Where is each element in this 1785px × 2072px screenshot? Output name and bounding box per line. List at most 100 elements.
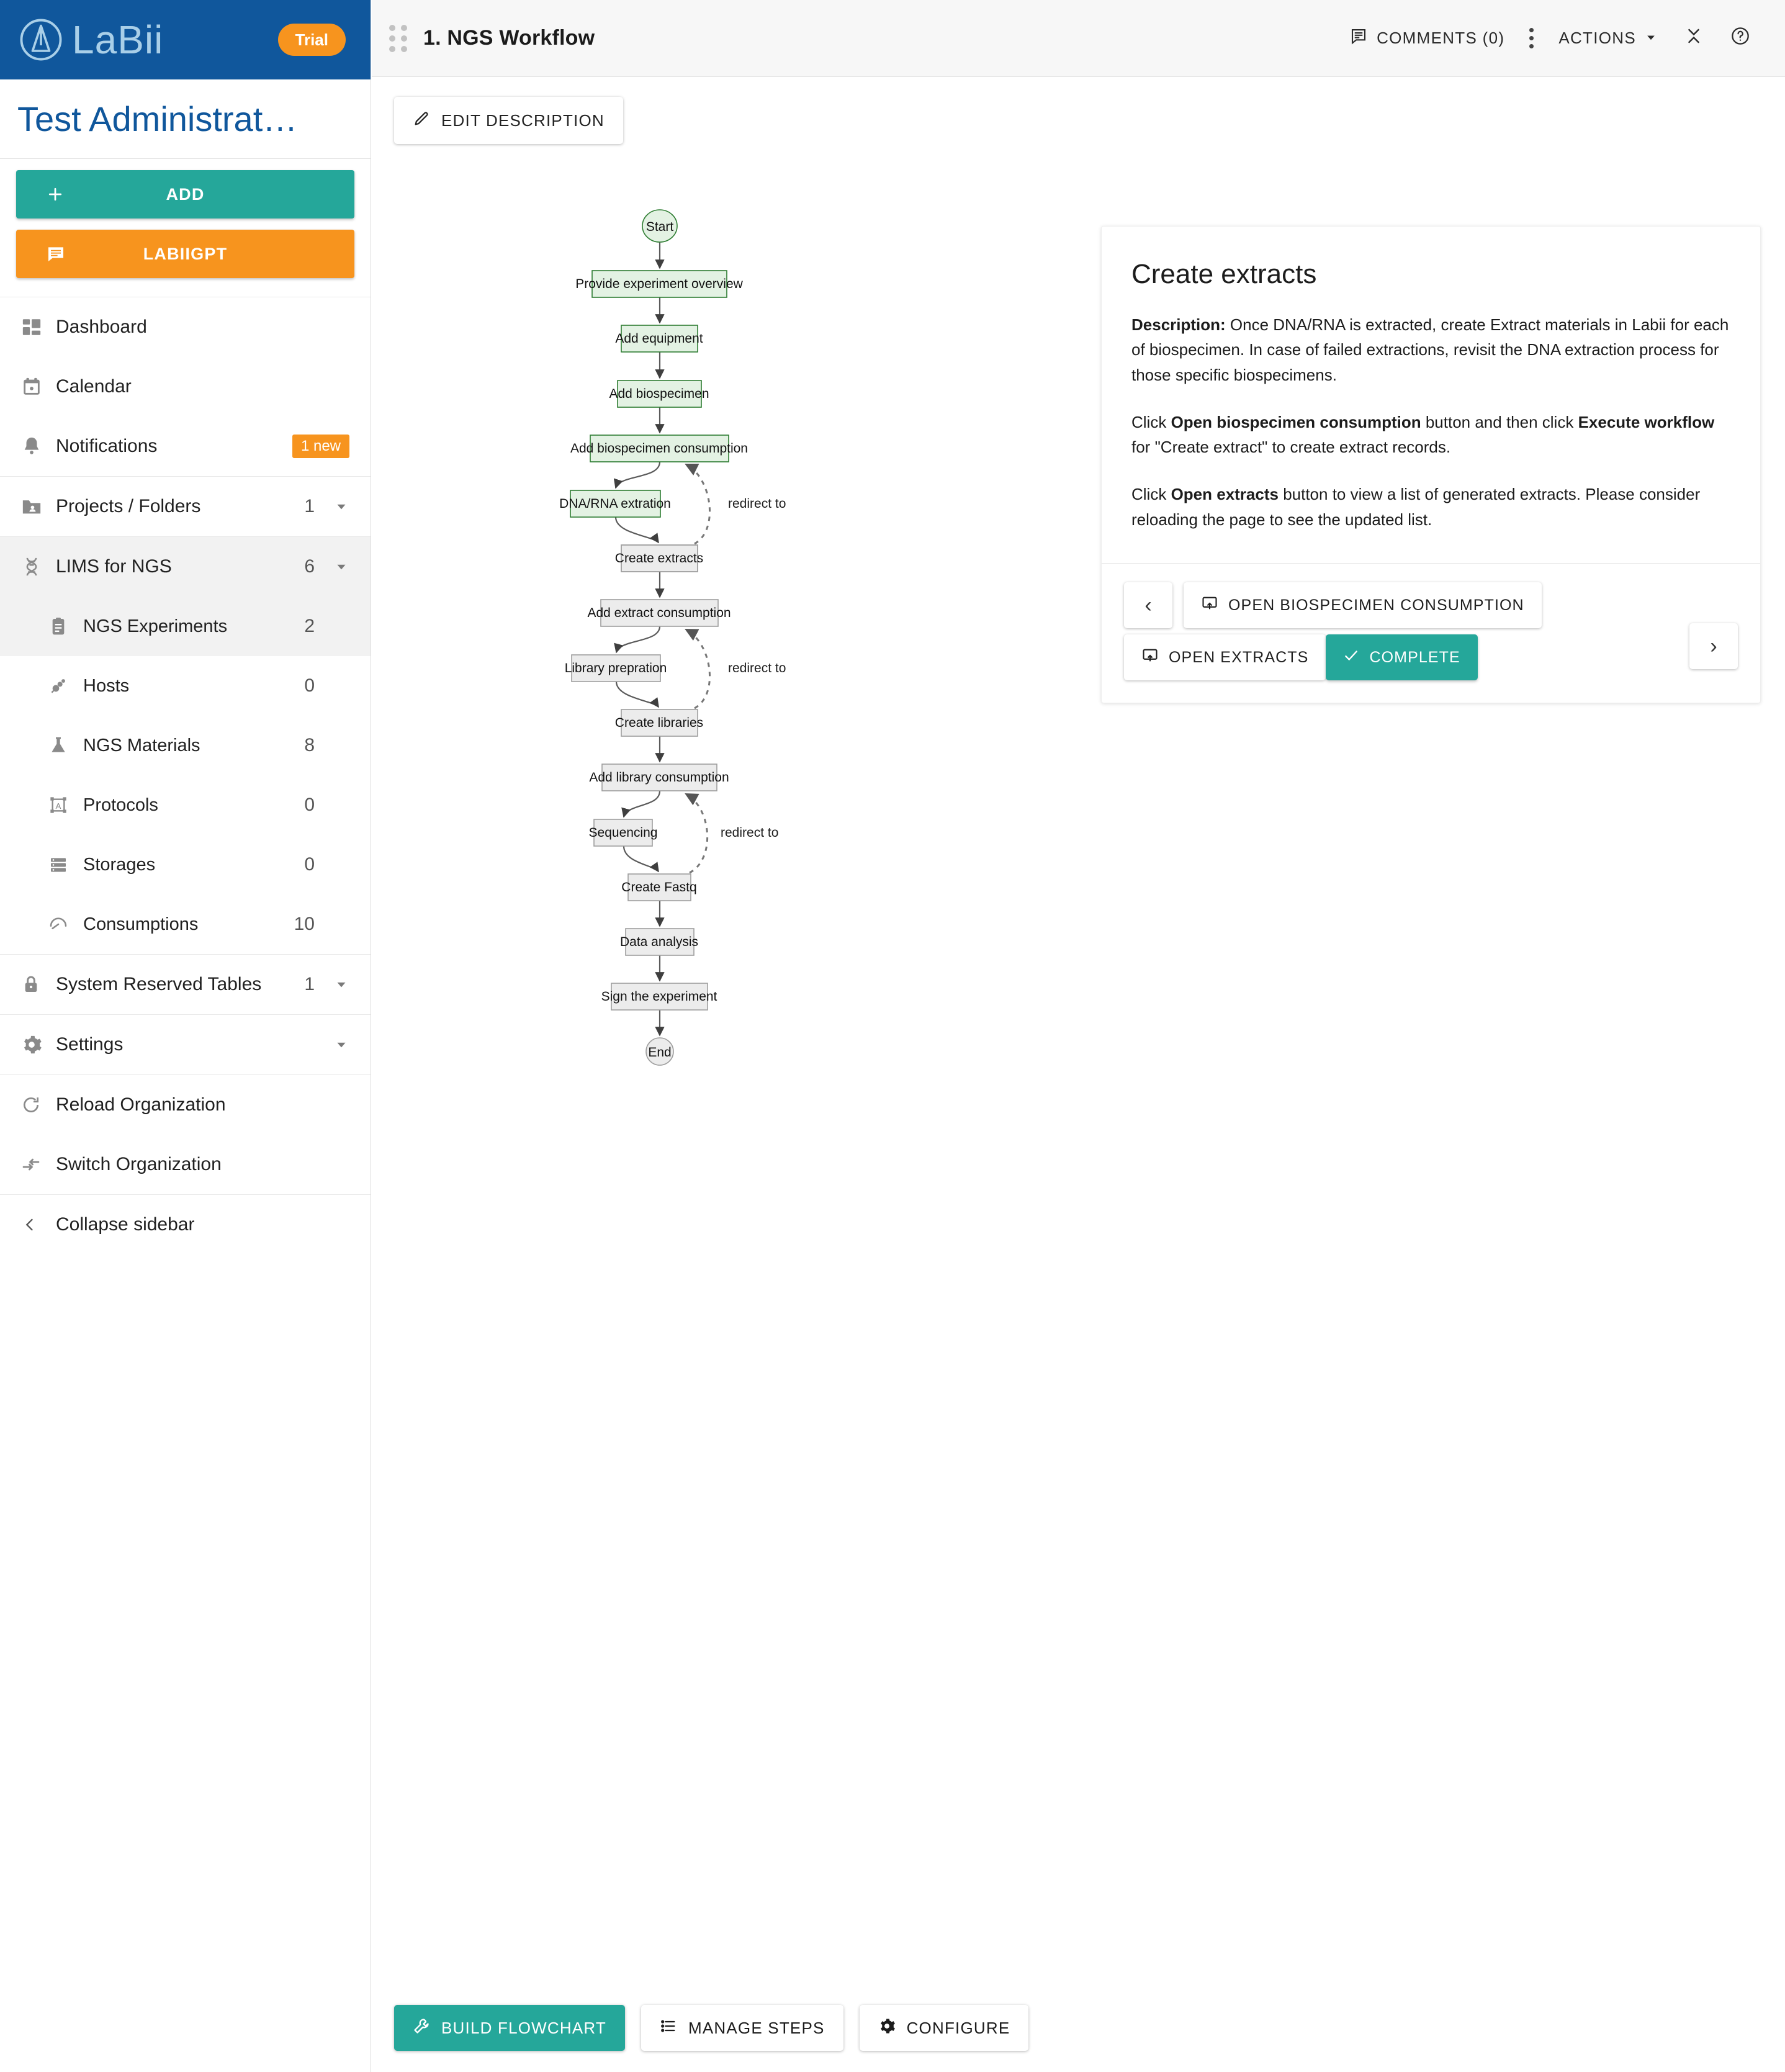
sidebar-label: Notifications — [56, 436, 158, 456]
bacteria-icon — [48, 676, 83, 696]
trial-badge[interactable]: Trial — [277, 24, 346, 56]
description-text: Once DNA/RNA is extracted, create Extrac… — [1131, 315, 1729, 384]
prev-step-button[interactable]: ‹ — [1124, 582, 1172, 629]
sidebar-item-ngs-experiments[interactable]: NGS Experiments 2 — [0, 597, 371, 656]
sidebar-item-calendar[interactable]: Calendar — [0, 357, 371, 417]
sidebar-item-protocols[interactable]: A Protocols 0 — [0, 775, 371, 835]
nav-group-collapse: Collapse sidebar — [0, 1194, 371, 1254]
build-flowchart-button[interactable]: BUILD FLOWCHART — [394, 2005, 625, 2051]
kebab-menu-icon[interactable] — [1518, 28, 1545, 48]
configure-button[interactable]: CONFIGURE — [859, 2005, 1029, 2051]
sidebar-count: 0 — [304, 675, 315, 696]
check-icon — [1343, 647, 1359, 668]
flow-node-add-biospecimen[interactable]: Add biospecimen — [609, 380, 709, 408]
card-divider — [1102, 563, 1760, 564]
flow-node-add-equipment[interactable]: Add equipment — [615, 325, 703, 353]
edge-label-redirect-3: redirect to — [721, 826, 778, 840]
edit-description-button[interactable]: EDIT DESCRIPTION — [394, 97, 623, 144]
refresh-icon — [21, 1095, 56, 1115]
flow-node-sequencing[interactable]: Sequencing — [589, 819, 658, 847]
open-extracts-button[interactable]: OPEN EXTRACTS — [1124, 634, 1326, 681]
sidebar-item-system-reserved-tables[interactable]: System Reserved Tables 1 — [0, 955, 371, 1014]
nav-group-projects: Projects / Folders 1 — [0, 476, 371, 536]
chevron-down-icon[interactable] — [315, 498, 349, 515]
flow-node-provide-experiment-overview[interactable]: Provide experiment overview — [575, 270, 744, 298]
sidebar-count: 6 — [304, 556, 315, 577]
open-biospecimen-consumption-button[interactable]: OPEN BIOSPECIMEN CONSUMPTION — [1184, 582, 1542, 629]
sidebar-item-notifications[interactable]: Notifications 1 new — [0, 417, 371, 476]
open-biospecimen-label: OPEN BIOSPECIMEN CONSUMPTION — [1228, 596, 1524, 614]
description-label: Description: — [1131, 315, 1226, 334]
comments-button[interactable]: COMMENTS (0) — [1336, 17, 1518, 60]
help-button[interactable] — [1717, 17, 1764, 60]
sidebar-item-reload-organization[interactable]: Reload Organization — [0, 1075, 371, 1135]
sidebar-label: System Reserved Tables — [56, 974, 262, 994]
add-button-label: ADD — [166, 184, 205, 204]
bell-icon — [21, 436, 56, 457]
collapse-vertical-icon — [1684, 27, 1703, 50]
flow-node-library-prepration[interactable]: Library prepration — [565, 654, 667, 682]
manage-steps-button[interactable]: MANAGE STEPS — [641, 2005, 843, 2051]
sidebar-item-lims-for-ngs[interactable]: LIMS for NGS 6 — [0, 537, 371, 597]
collapse-sidebar-button[interactable]: Collapse sidebar — [0, 1195, 371, 1254]
add-button[interactable]: ADD — [16, 170, 354, 218]
flow-node-label: Create extracts — [615, 551, 703, 565]
sidebar-item-consumptions[interactable]: Consumptions 10 — [0, 894, 371, 954]
step-instruction-paragraph-1: Click Open biospecimen consumption butto… — [1131, 410, 1730, 460]
sidebar-count: 8 — [304, 735, 315, 755]
flow-node-sign-the-experiment[interactable]: Sign the experiment — [601, 983, 717, 1011]
flow-node-create-libraries[interactable]: Create libraries — [615, 709, 703, 737]
flow-node-add-library-consumption[interactable]: Add library consumption — [589, 763, 729, 791]
actions-menu-button[interactable]: ACTIONS — [1545, 17, 1671, 60]
flow-node-create-extracts[interactable]: Create extracts — [615, 544, 703, 572]
workflow-flowchart[interactable]: redirect to redirect to redirect to Star… — [372, 139, 1210, 2001]
chevron-down-icon[interactable] — [315, 559, 349, 575]
main-content: 1. NGS Workflow COMMENTS (0) ACTIONS — [372, 0, 1785, 2072]
sidebar-item-dashboard[interactable]: Dashboard — [0, 297, 371, 357]
comments-label: COMMENTS (0) — [1377, 29, 1505, 47]
flow-node-add-extract-consumption[interactable]: Add extract consumption — [587, 599, 731, 627]
protocol-icon: A — [48, 795, 83, 815]
open-extracts-label: OPEN EXTRACTS — [1169, 648, 1309, 666]
flow-node-dna-rna-extration[interactable]: DNA/RNA extration — [559, 490, 671, 518]
topbar-actions: COMMENTS (0) ACTIONS — [1336, 17, 1764, 60]
flow-node-label: Add biospecimen consumption — [570, 441, 748, 456]
next-step-button[interactable]: › — [1689, 623, 1738, 670]
sidebar-label: Hosts — [83, 675, 130, 696]
complete-label: COMPLETE — [1369, 648, 1460, 666]
flow-node-create-fastq[interactable]: Create Fastq — [621, 873, 697, 901]
org-title-row[interactable]: Test Administrat… — [0, 79, 371, 159]
flow-node-label: Add library consumption — [589, 770, 729, 785]
flow-node-label: Library prepration — [565, 661, 667, 675]
sidebar-item-hosts[interactable]: Hosts 0 — [0, 656, 371, 716]
sidebar-item-ngs-materials[interactable]: NGS Materials 8 — [0, 716, 371, 775]
sidebar-item-settings[interactable]: Settings — [0, 1015, 371, 1074]
gear-icon — [21, 1034, 56, 1055]
sidebar-count: 2 — [304, 616, 315, 636]
collapse-button[interactable] — [1671, 17, 1717, 60]
flow-node-data-analysis[interactable]: Data analysis — [620, 928, 698, 956]
flowchart-bottom-toolbar: BUILD FLOWCHART MANAGE STEPS CONFIGUR — [394, 2005, 1029, 2051]
flow-node-label: Sign the experiment — [601, 989, 717, 1004]
flow-node-label: Provide experiment overview — [575, 277, 743, 291]
flow-node-add-biospecimen-consumption[interactable]: Add biospecimen consumption — [570, 435, 748, 462]
sidebar-item-storages[interactable]: Storages 0 — [0, 835, 371, 894]
instr1-bold-2: Execute workflow — [1578, 412, 1715, 431]
labiigpt-button[interactable]: LABIIGPT — [16, 230, 354, 278]
complete-button[interactable]: COMPLETE — [1326, 634, 1478, 681]
chevron-down-icon[interactable] — [315, 976, 349, 993]
flow-node-end[interactable]: End — [645, 1037, 674, 1066]
nav-group-lims: LIMS for NGS 6 NGS Experiments 2 — [0, 536, 371, 954]
chevron-down-icon[interactable] — [315, 1037, 349, 1053]
sidebar-item-projects-folders[interactable]: Projects / Folders 1 — [0, 477, 371, 536]
flow-node-label: DNA/RNA extration — [559, 497, 671, 511]
flow-node-start[interactable]: Start — [642, 209, 678, 243]
chevron-down-icon — [1645, 29, 1657, 48]
drag-handle-icon[interactable] — [389, 24, 407, 52]
flow-node-label: Sequencing — [589, 826, 658, 840]
svg-text:A: A — [56, 801, 61, 811]
brand-logo[interactable]: LaBii — [19, 17, 163, 62]
open-external-icon — [1141, 647, 1159, 669]
sidebar-item-switch-organization[interactable]: Switch Organization — [0, 1135, 371, 1194]
action-row-bottom: OPEN EXTRACTS COMPLETE — [1124, 634, 1738, 681]
